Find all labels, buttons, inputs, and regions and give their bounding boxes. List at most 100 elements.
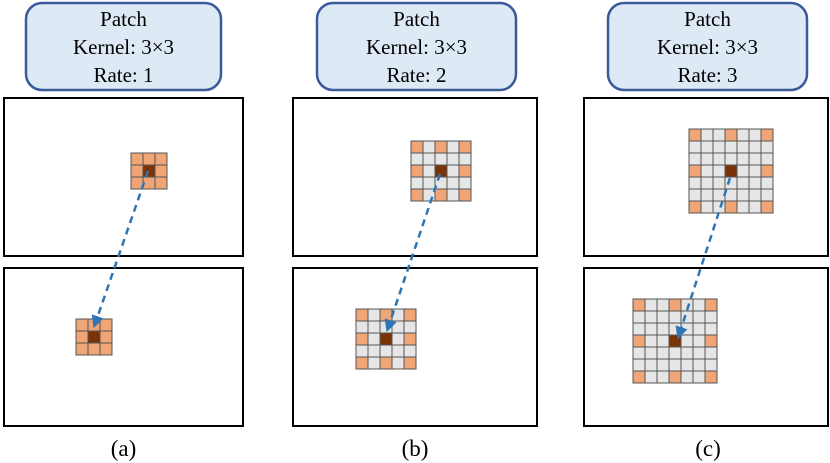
sampled-cell (87, 318, 101, 332)
sampled-cell (403, 356, 417, 370)
sampled-cell (75, 342, 89, 356)
center-cell (142, 164, 156, 178)
sampled-cell (724, 200, 738, 214)
unsampled-cell (668, 310, 682, 324)
sampled-cell (403, 332, 417, 346)
unsampled-cell (680, 322, 694, 336)
center-cell (434, 164, 448, 178)
source-patch-grid-c (688, 128, 774, 214)
sampled-cell (379, 308, 393, 322)
sampled-cell (99, 330, 113, 344)
label-box-background (315, 1, 518, 92)
unsampled-cell (692, 298, 706, 312)
unsampled-cell (367, 344, 381, 358)
sampled-cell (154, 176, 168, 190)
sampled-cell (75, 330, 89, 344)
label-rate: Rate: 1 (93, 63, 153, 87)
unsampled-cell (644, 298, 658, 312)
unsampled-cell (736, 188, 750, 202)
panel-a: Patch Kernel: 3×3 Rate: 1 (a) (3, 1, 244, 461)
unsampled-cell (391, 332, 405, 346)
unsampled-cell (458, 176, 472, 190)
sampled-cell (760, 128, 774, 142)
unsampled-cell (367, 356, 381, 370)
unsampled-cell (355, 320, 369, 334)
unsampled-cell (644, 322, 658, 336)
unsampled-cell (736, 164, 750, 178)
sampled-cell (99, 342, 113, 356)
unsampled-cell (391, 344, 405, 358)
unsampled-cell (688, 188, 702, 202)
unsampled-cell (680, 358, 694, 372)
label-kernel: Kernel: 3×3 (657, 35, 758, 59)
unsampled-cell (422, 164, 436, 178)
unsampled-cell (668, 322, 682, 336)
unsampled-cell (760, 152, 774, 166)
sampled-cell (724, 128, 738, 142)
unsampled-cell (446, 152, 460, 166)
unsampled-cell (367, 308, 381, 322)
target-frame-a (3, 267, 244, 427)
center-cell (87, 330, 101, 344)
sampled-cell (403, 308, 417, 322)
unsampled-cell (748, 188, 762, 202)
unsampled-cell (748, 128, 762, 142)
unsampled-cell (446, 140, 460, 154)
unsampled-cell (736, 176, 750, 190)
label-title: Patch (393, 7, 440, 31)
sampled-cell (410, 188, 424, 202)
unsampled-cell (403, 320, 417, 334)
sampled-cell (704, 298, 718, 312)
unsampled-cell (712, 140, 726, 154)
center-cell (379, 332, 393, 346)
unsampled-cell (410, 152, 424, 166)
sampled-cell (458, 164, 472, 178)
unsampled-cell (760, 188, 774, 202)
unsampled-cell (736, 128, 750, 142)
unsampled-cell (724, 152, 738, 166)
sampled-cell (75, 318, 89, 332)
unsampled-cell (688, 152, 702, 166)
target-patch-grid-b (355, 308, 417, 370)
unsampled-cell (704, 310, 718, 324)
unsampled-cell (422, 176, 436, 190)
sampled-cell (154, 152, 168, 166)
unsampled-cell (680, 334, 694, 348)
unsampled-cell (458, 152, 472, 166)
unsampled-cell (367, 320, 381, 334)
sampled-cell (355, 356, 369, 370)
correspondence-arrow-c (675, 177, 732, 340)
unsampled-cell (724, 140, 738, 154)
unsampled-cell (391, 320, 405, 334)
unsampled-cell (712, 152, 726, 166)
sampled-cell (688, 164, 702, 178)
unsampled-cell (680, 346, 694, 360)
label-title: Patch (684, 7, 731, 31)
unsampled-cell (704, 358, 718, 372)
unsampled-cell (434, 152, 448, 166)
unsampled-cell (700, 152, 714, 166)
unsampled-cell (656, 334, 670, 348)
unsampled-cell (422, 140, 436, 154)
unsampled-cell (748, 140, 762, 154)
sampled-cell (760, 200, 774, 214)
sampled-cell (632, 334, 646, 348)
sampled-cell (355, 332, 369, 346)
unsampled-cell (656, 346, 670, 360)
sampled-cell (632, 298, 646, 312)
unsampled-cell (656, 370, 670, 384)
unsampled-cell (700, 140, 714, 154)
sampled-cell (704, 370, 718, 384)
label-box-b: Patch Kernel: 3×3 Rate: 2 (315, 1, 518, 92)
unsampled-cell (446, 176, 460, 190)
unsampled-cell (410, 176, 424, 190)
sampled-cell (668, 370, 682, 384)
source-patch-grid-a (130, 152, 168, 190)
unsampled-cell (355, 344, 369, 358)
label-kernel: Kernel: 3×3 (73, 35, 174, 59)
unsampled-cell (704, 346, 718, 360)
unsampled-cell (712, 176, 726, 190)
unsampled-cell (656, 358, 670, 372)
unsampled-cell (379, 344, 393, 358)
unsampled-cell (700, 200, 714, 214)
